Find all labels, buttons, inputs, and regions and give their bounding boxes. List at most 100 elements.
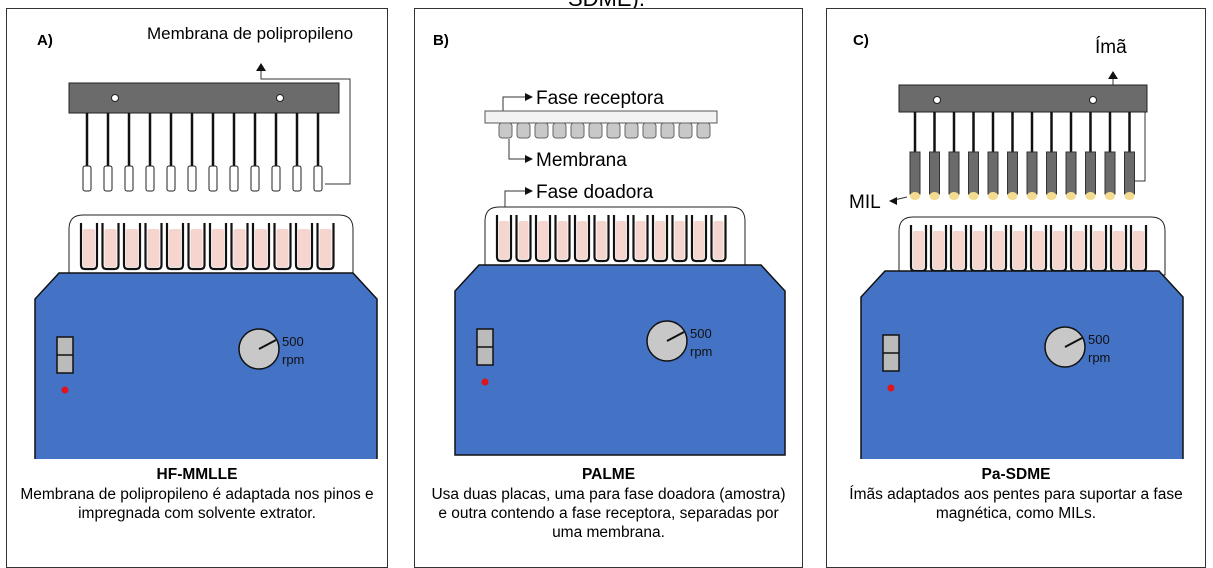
callout-membrana-polipropileno: Membrana de polipropileno <box>147 24 353 43</box>
rpm-unit: rpm <box>1088 350 1110 365</box>
indicator-led <box>887 384 895 392</box>
magnet <box>987 151 999 195</box>
callout-connector <box>260 71 351 185</box>
comb-bar <box>898 84 1148 113</box>
magnet <box>968 151 979 195</box>
tube-liquid <box>953 231 964 269</box>
test-tube <box>593 215 610 263</box>
membrane-well <box>552 122 567 139</box>
hollow-fiber-membrane <box>313 165 323 192</box>
hollow-fiber-membrane <box>145 165 155 192</box>
membrane-well <box>516 122 531 139</box>
test-tube <box>230 223 249 271</box>
mil-drop <box>1066 192 1076 200</box>
tube-liquid <box>1013 231 1024 269</box>
indicator-led <box>481 378 489 386</box>
tube-rack <box>68 214 354 274</box>
indicator-led <box>61 386 69 394</box>
hollow-fiber-membrane <box>250 165 260 192</box>
membrane-well <box>660 122 675 139</box>
magnet <box>1046 151 1057 195</box>
hollow-fiber-membrane <box>292 165 302 192</box>
tube-liquid <box>212 229 224 267</box>
dial-pointer <box>1064 337 1083 348</box>
comb-pins <box>82 113 323 192</box>
magnet <box>909 151 921 195</box>
mil-drop <box>1124 192 1135 200</box>
stirrer-body <box>34 272 378 459</box>
tube-rack <box>898 216 1166 276</box>
tube-liquid <box>993 231 1004 269</box>
tube-liquid <box>577 221 587 259</box>
dial-pointer <box>258 339 277 350</box>
tube-liquid <box>83 229 95 267</box>
test-tube <box>671 215 688 263</box>
tube-liquid <box>190 229 203 267</box>
rpm-value: 500 <box>690 326 712 341</box>
tube-liquid <box>126 229 138 267</box>
receptor-plate <box>484 110 718 124</box>
test-tube <box>515 215 532 263</box>
tube-liquid <box>147 229 160 267</box>
arrow-head-icon <box>525 155 533 163</box>
tube-liquid <box>1033 231 1044 269</box>
technique-title: PALME <box>581 466 636 483</box>
test-tube <box>690 215 708 263</box>
tube-liquid <box>933 231 944 269</box>
tube-liquid <box>1133 231 1144 269</box>
mil-drop <box>988 192 998 200</box>
arrow-head-icon <box>256 63 266 71</box>
tube-liquid <box>674 221 685 259</box>
hollow-fiber-membrane <box>187 165 197 192</box>
panel-letter: A) <box>37 32 53 49</box>
callout-fase-doadora: Fase doadora <box>536 182 654 203</box>
arrow-head-icon <box>1108 71 1118 79</box>
test-tube <box>79 223 99 271</box>
test-tube <box>122 223 142 271</box>
mil-drop <box>929 192 940 200</box>
figure-caption-fragment: SDME). <box>0 0 1213 11</box>
test-tube <box>251 223 271 271</box>
membrane-well <box>642 122 657 139</box>
test-tube <box>651 215 669 263</box>
membrane-well <box>606 122 621 139</box>
test-tube <box>710 215 727 263</box>
test-tube <box>101 223 120 271</box>
tube-liquid <box>1093 231 1104 269</box>
mil-drop <box>1085 192 1096 200</box>
tube-liquid <box>557 221 568 259</box>
test-tube <box>534 215 552 263</box>
tube-liquid <box>319 229 332 267</box>
tube-liquid <box>1073 231 1084 269</box>
test-tube <box>165 223 185 271</box>
magnet <box>1065 151 1077 195</box>
mil-drop <box>1007 192 1018 200</box>
tube-liquid <box>255 229 267 267</box>
callout-membrana: Membrana <box>536 150 627 171</box>
mil-drop <box>1046 192 1057 200</box>
tube-liquid <box>538 221 548 259</box>
tube-liquid <box>713 221 724 259</box>
test-tube <box>187 223 206 271</box>
callout-ima: Ímã <box>1095 37 1127 58</box>
comb-bar <box>68 82 340 114</box>
callout-mil: MIL <box>849 192 881 213</box>
tube-liquid <box>635 221 646 259</box>
tube-liquid <box>104 229 117 267</box>
panel-letter: C) <box>853 32 869 49</box>
tube-liquid <box>1113 231 1124 269</box>
technique-description: Ímãs adaptados aos pentes para suportar … <box>849 486 1183 522</box>
screw-hole <box>933 96 941 104</box>
tube-liquid <box>655 221 665 259</box>
membrane-well <box>624 122 639 139</box>
hollow-fiber-membrane <box>208 165 218 192</box>
panel-b-caption: PALME Usa duas placas, uma para fase doa… <box>415 465 802 542</box>
tube-liquid <box>518 221 529 259</box>
magnet <box>1085 151 1096 195</box>
technique-description: Usa duas placas, uma para fase doadora (… <box>431 486 786 541</box>
membrane-well <box>588 122 603 139</box>
mil-drop <box>949 192 959 200</box>
